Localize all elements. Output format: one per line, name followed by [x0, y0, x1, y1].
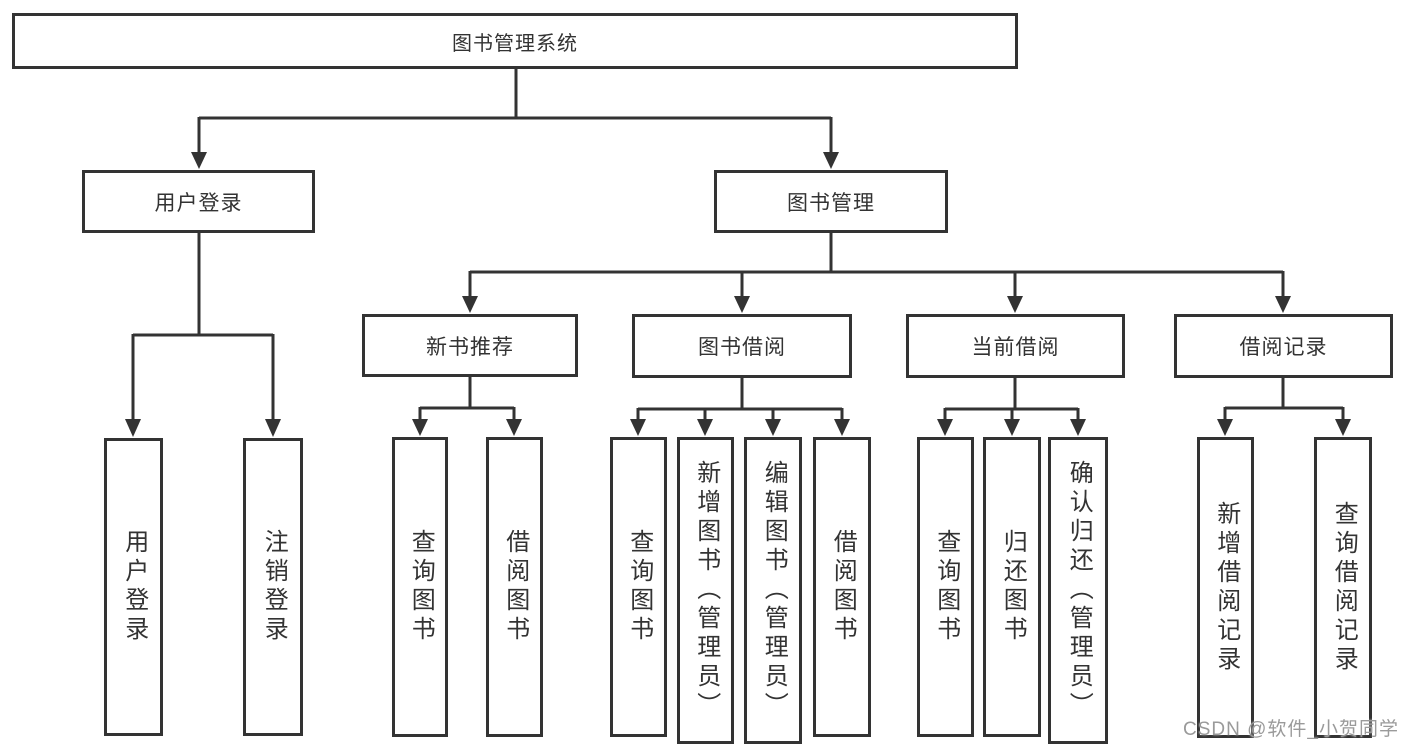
leaf-return-book: 归还图书 — [983, 437, 1041, 737]
connector-borrow-records — [1223, 378, 1345, 420]
node-label: 新增图书（管理员） — [692, 460, 720, 721]
node-label: 借阅图书 — [501, 529, 529, 645]
leaf-confirm-return-admin: 确认归还（管理员） — [1048, 437, 1108, 744]
node-label: 归还图书 — [999, 529, 1027, 645]
arrow-down-icon — [765, 419, 781, 436]
node-book-management: 图书管理 — [714, 170, 948, 233]
arrow-down-icon — [191, 152, 207, 169]
arrow-down-icon — [823, 152, 839, 169]
node-label: 新增借阅记录 — [1212, 500, 1240, 675]
connector-current-borrow — [943, 377, 1080, 420]
node-label: 图书管理系统 — [452, 32, 578, 55]
node-label: 新书推荐 — [426, 335, 514, 359]
node-library-management-system: 图书管理系统 — [12, 13, 1018, 69]
leaf-add-book-admin: 新增图书（管理员） — [677, 437, 734, 744]
arrow-down-icon — [1275, 296, 1291, 313]
arrow-down-icon — [462, 296, 478, 313]
leaf-borrow-book: 借阅图书 — [486, 437, 543, 737]
node-label: 图书借阅 — [698, 336, 786, 359]
node-label: 当前借阅 — [971, 336, 1060, 359]
node-label: 查询借阅记录 — [1330, 500, 1358, 675]
node-borrow-records: 借阅记录 — [1174, 314, 1393, 378]
arrow-down-icon — [937, 419, 953, 436]
arrow-down-icon — [265, 419, 281, 437]
arrow-down-icon — [1070, 419, 1086, 436]
leaf-borrow-book: 借阅图书 — [813, 437, 871, 737]
arrow-down-icon — [412, 419, 428, 436]
arrow-down-icon — [1007, 296, 1023, 313]
arrow-down-icon — [630, 419, 646, 436]
arrow-down-icon — [506, 419, 522, 436]
node-label: 借阅图书 — [829, 529, 857, 645]
arrow-down-icon — [125, 419, 141, 437]
node-user-login: 用户登录 — [82, 170, 315, 233]
connector-root — [197, 69, 833, 153]
node-label: 编辑图书（管理员） — [760, 460, 788, 721]
arrow-down-icon — [834, 419, 850, 436]
node-label: 查询图书 — [625, 529, 653, 645]
leaf-logout: 注销登录 — [243, 438, 303, 736]
node-book-borrow: 图书借阅 — [632, 314, 852, 378]
leaf-add-borrow-record: 新增借阅记录 — [1197, 437, 1254, 738]
node-label: 用户登录 — [120, 529, 148, 645]
connector-book-management — [468, 233, 1285, 297]
arrow-down-icon — [734, 296, 750, 313]
arrow-down-icon — [1335, 419, 1351, 436]
leaf-user-login: 用户登录 — [104, 438, 163, 736]
node-label: 确认归还（管理员） — [1065, 460, 1093, 721]
connector-user-login — [131, 233, 275, 420]
node-current-borrow: 当前借阅 — [906, 314, 1125, 378]
connector-new-book — [418, 377, 516, 420]
node-label: 注销登录 — [260, 529, 288, 645]
connector-book-borrow — [636, 377, 844, 420]
node-label: 图书管理 — [787, 191, 875, 215]
node-label: 查询图书 — [932, 529, 960, 645]
node-new-book-recommend: 新书推荐 — [362, 314, 578, 377]
node-label: 借阅记录 — [1239, 336, 1328, 359]
csdn-watermark: CSDN @软件_小贺同学 — [1183, 719, 1399, 740]
leaf-query-borrow-record: 查询借阅记录 — [1314, 437, 1372, 738]
arrow-down-icon — [697, 419, 713, 436]
leaf-edit-book-admin: 编辑图书（管理员） — [744, 437, 802, 744]
leaf-query-book: 查询图书 — [392, 437, 448, 737]
arrow-down-icon — [1217, 419, 1233, 436]
leaf-query-book: 查询图书 — [917, 437, 974, 737]
node-label: 用户登录 — [154, 191, 243, 215]
arrow-down-icon — [1004, 419, 1020, 436]
leaf-query-book: 查询图书 — [610, 437, 667, 737]
node-label: 查询图书 — [407, 529, 435, 645]
